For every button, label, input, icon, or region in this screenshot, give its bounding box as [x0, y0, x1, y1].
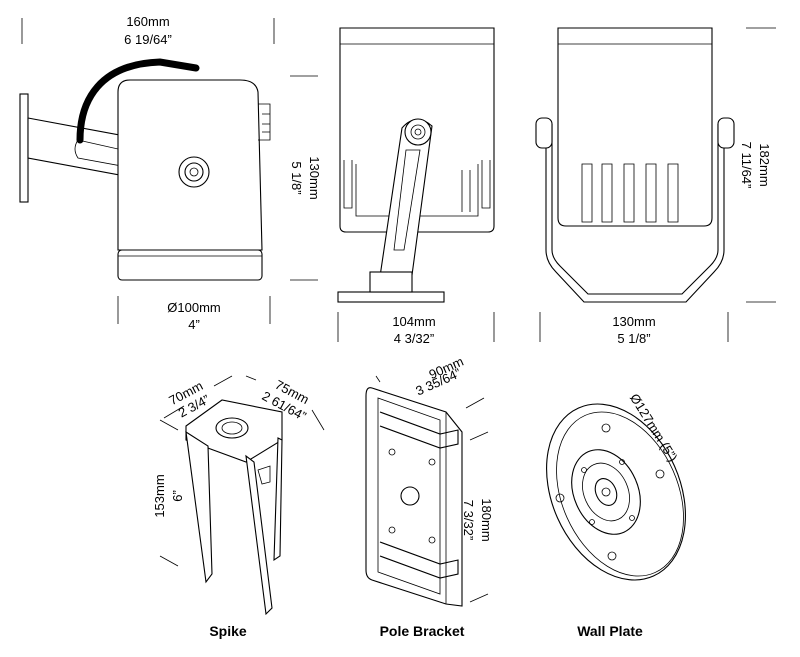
spike-height-mm: 153mm — [152, 474, 167, 517]
pole-bracket-height-mm: 180mm — [479, 498, 494, 541]
spike-height-in: 6” — [170, 490, 185, 502]
front-view: 104mm 4 3/32” — [337, 27, 495, 346]
side-width-in: 6 19/64” — [124, 32, 172, 47]
side-height-mm: 130mm — [307, 156, 322, 199]
wall-plate: Ø127mm (5”) Wall Plate — [546, 391, 686, 639]
front-width-in: 4 3/32” — [394, 331, 434, 346]
side-view: 160mm 6 19/64” 130mm 5 1/8” Ø100mm 4” — [19, 14, 322, 332]
spike-leg-left — [185, 430, 213, 584]
back-view: 182mm 7 11/64” 130mm 5 1/8” — [535, 27, 776, 346]
back-width-mm: 130mm — [612, 314, 655, 329]
pole-bracket-height-in: 7 3/32” — [461, 500, 476, 540]
side-width-mm: 160mm — [126, 14, 169, 29]
side-body-base — [117, 249, 263, 281]
pole-bracket-hole — [400, 486, 420, 506]
pole-bracket: 90mm 3 35/64” 180mm 7 3/32” Pole Bracket — [365, 354, 494, 639]
side-diameter-in: 4” — [188, 317, 200, 332]
back-body — [557, 27, 713, 227]
side-cable — [76, 58, 200, 144]
side-diameter-mm: Ø100mm — [167, 300, 220, 315]
back-width-in: 5 1/8” — [617, 331, 650, 346]
front-width-mm: 104mm — [392, 314, 435, 329]
side-wall-plate — [19, 93, 29, 203]
wall-plate-caption: Wall Plate — [577, 623, 643, 639]
back-knob-left — [535, 117, 553, 149]
spike: 70mm 2 3/4” 75mm 2 61/64” 153mm 6” Spike — [152, 375, 325, 639]
pole-bracket-caption: Pole Bracket — [380, 623, 465, 639]
spike-leg-right — [273, 437, 283, 562]
back-knob-right — [717, 117, 735, 149]
side-height-in: 5 1/8” — [289, 161, 304, 194]
spike-leg-middle — [245, 454, 273, 616]
back-height-mm: 182mm — [757, 143, 772, 186]
spike-caption: Spike — [209, 623, 247, 639]
back-height-in: 7 11/64” — [739, 142, 754, 189]
back-yoke — [545, 124, 725, 303]
front-base — [337, 291, 445, 303]
